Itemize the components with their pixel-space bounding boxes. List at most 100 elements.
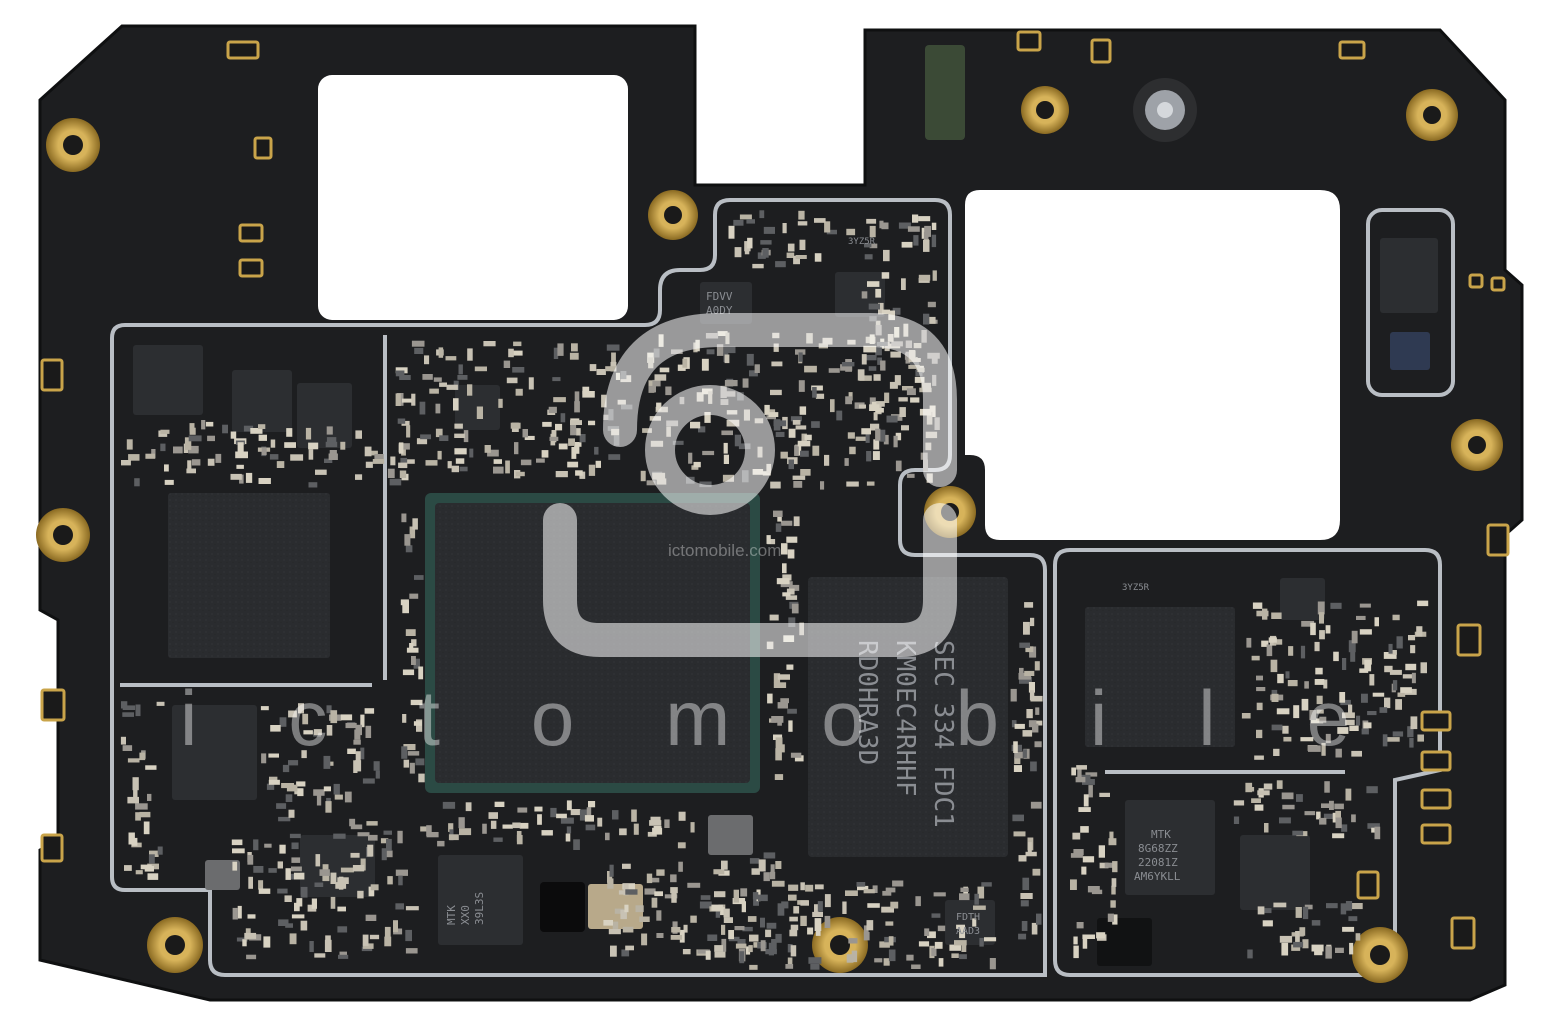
passive-component (814, 218, 826, 223)
passive-component (1302, 939, 1309, 949)
passive-component (937, 925, 946, 932)
chip-right-small (1380, 238, 1438, 313)
passive-component (567, 461, 579, 468)
passive-component (552, 377, 561, 382)
passive-component (285, 794, 293, 802)
passive-component (677, 842, 686, 849)
passive-component (308, 449, 314, 460)
passive-component (1251, 798, 1261, 803)
passive-component (608, 929, 621, 935)
passive-component (1271, 724, 1283, 731)
passive-component (764, 404, 770, 415)
passive-component (1078, 807, 1091, 812)
svg-text:39L3S: 39L3S (473, 892, 486, 925)
passive-component (951, 953, 959, 958)
passive-component (1245, 787, 1255, 792)
passive-component (733, 889, 739, 903)
passive-component (868, 303, 880, 310)
passive-component (721, 924, 726, 935)
passive-component (749, 858, 760, 864)
passive-component (1273, 639, 1283, 645)
passive-component (918, 216, 931, 222)
passive-component (861, 291, 868, 299)
passive-component (300, 886, 308, 898)
passive-component (1270, 659, 1278, 673)
gold-pad (1420, 788, 1452, 810)
passive-component (723, 454, 729, 464)
passive-component (671, 892, 677, 903)
cutout-right (965, 190, 1340, 540)
passive-component (319, 869, 330, 876)
passive-component (553, 347, 559, 359)
passive-component (488, 812, 498, 819)
passive-component (1316, 811, 1321, 820)
passive-component (1382, 734, 1388, 747)
passive-component (121, 701, 128, 709)
passive-component (846, 481, 859, 487)
passive-component (882, 890, 892, 896)
passive-component (438, 347, 444, 358)
passive-component (811, 421, 820, 428)
passive-component (420, 826, 428, 832)
passive-component (1111, 878, 1117, 887)
passive-component (1085, 772, 1098, 777)
passive-component (814, 884, 824, 890)
passive-component (231, 839, 243, 846)
passive-component (846, 228, 856, 236)
passive-component (714, 951, 726, 958)
passive-component (757, 252, 766, 259)
passive-component (365, 450, 378, 456)
passive-component (268, 779, 280, 785)
passive-component (885, 887, 896, 893)
gold-pad (1420, 710, 1452, 732)
passive-component (1081, 774, 1091, 780)
passive-component (451, 465, 459, 473)
passive-component (872, 885, 878, 893)
passive-component (776, 578, 790, 585)
passive-component (1256, 675, 1263, 681)
passive-component (1282, 725, 1289, 734)
passive-component (426, 832, 439, 838)
passive-component (767, 539, 776, 545)
passive-component (646, 480, 656, 486)
passive-component (513, 341, 522, 347)
passive-component (826, 229, 837, 235)
passive-component (1034, 720, 1043, 726)
passive-component (863, 345, 877, 353)
passive-component (798, 352, 803, 362)
passive-component (313, 729, 322, 736)
passive-component (184, 437, 192, 450)
passive-component (868, 366, 877, 371)
passive-component (1281, 792, 1294, 800)
passive-component (1109, 831, 1114, 844)
chip-top-left-a (133, 345, 203, 415)
passive-component (607, 871, 613, 883)
passive-component (890, 351, 901, 358)
passive-component (770, 389, 782, 396)
gold-pad (1016, 30, 1042, 52)
passive-component (933, 892, 946, 897)
passive-component (1400, 687, 1412, 693)
passive-component (886, 415, 898, 423)
passive-component (875, 428, 881, 441)
passive-component (773, 734, 783, 740)
passive-component (742, 378, 749, 388)
passive-component (364, 446, 372, 457)
passive-component (621, 949, 630, 957)
passive-component (286, 784, 298, 792)
passive-component (824, 915, 831, 928)
passive-component (697, 949, 710, 954)
passive-component (863, 925, 869, 936)
passive-component (972, 918, 977, 927)
passive-component (230, 431, 237, 439)
passive-component (1384, 665, 1393, 673)
passive-component (291, 914, 305, 919)
passive-component (1310, 622, 1316, 636)
passive-component (579, 809, 587, 821)
passive-component (874, 958, 883, 963)
passive-component (885, 921, 894, 926)
passive-component (242, 939, 247, 947)
passive-component (323, 786, 331, 792)
passive-component (775, 748, 782, 761)
gold-pad (1420, 823, 1452, 845)
